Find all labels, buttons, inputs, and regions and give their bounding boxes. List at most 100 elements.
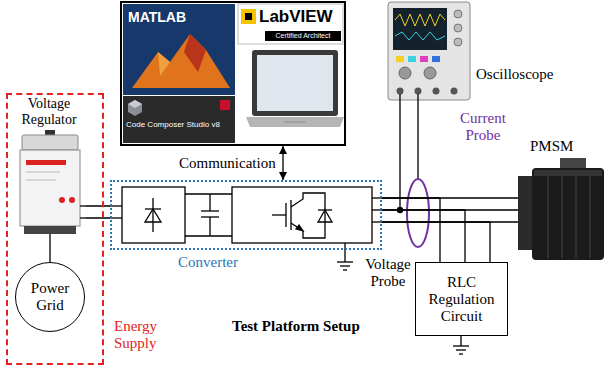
- pmsm-motor-picture: [547, 176, 549, 258]
- labview-logo: [265, 31, 341, 41]
- oscilloscope: Oscilloscope: [388, 2, 470, 100]
- voltage-regulator-picture: [49, 234, 50, 242]
- ground-symbol: [456, 349, 466, 350]
- probe-label: Voltage Probe: [362, 256, 414, 290]
- code-composer-splash: [220, 100, 230, 110]
- labview-logo: [245, 13, 252, 20]
- oscilloscope-picture: [396, 56, 404, 62]
- voltage-regulator-picture: [20, 150, 80, 226]
- oscilloscope-picture: [424, 67, 436, 79]
- converter-circuit: [152, 198, 153, 232]
- energy-supply-region: Energy SupplyVoltage RegulatorPower Grid: [6, 93, 104, 365]
- logo-text: Code Composer Studio v8: [126, 120, 232, 130]
- oscilloscope-picture: [454, 24, 462, 32]
- laptop-picture: [257, 55, 333, 111]
- oscilloscope-picture: [433, 88, 440, 95]
- wire-connector: [382, 198, 490, 262]
- converter-circuit: [343, 269, 347, 270]
- oscilloscope-picture: [399, 67, 411, 79]
- edge-label: Communication: [178, 155, 277, 172]
- voltage-regulator: Voltage Regulator: [12, 95, 86, 242]
- matlab-splash: [123, 4, 235, 95]
- converter-circuit: [285, 203, 286, 227]
- ground-symbol: [453, 345, 469, 346]
- matlab-splash: [184, 34, 206, 72]
- converter-circuit: [209, 194, 210, 211]
- code-composer-splash: [123, 96, 235, 143]
- converter-region: Converter: [110, 180, 382, 250]
- voltage-regulator-picture: [20, 130, 86, 242]
- converter-circuit: [290, 200, 291, 230]
- probe-wires: [399, 94, 400, 210]
- probe-wires: [397, 94, 429, 247]
- probe-wires: [407, 179, 429, 247]
- oscilloscope-picture: [395, 14, 445, 26]
- ground-symbol: [459, 353, 463, 354]
- oscilloscope-picture: [397, 88, 404, 95]
- converter-circuit: [110, 205, 122, 206]
- wire-connector: [86, 206, 110, 218]
- converter-circuit: [110, 187, 382, 270]
- labview-logo: [238, 4, 343, 44]
- converter-circuit: [145, 209, 161, 222]
- node-label: Power Grid: [20, 280, 80, 314]
- converter-circuit: [122, 187, 185, 243]
- voltage-regulator-picture: [69, 197, 75, 203]
- converter-circuit: [296, 225, 303, 231]
- logo-subtext: Certified Architect: [265, 31, 341, 40]
- logo-text: LabVIEW: [259, 7, 333, 27]
- software-panel: MATLAB LabVIEW Certified ArchitectCode Com…: [120, 1, 346, 146]
- setup-caption: Test Platform Setup: [232, 318, 360, 335]
- region-label: Energy Supply: [114, 318, 176, 352]
- oscilloscope-picture: [454, 10, 462, 18]
- labview-logo: [238, 4, 343, 44]
- converter-circuit: [291, 193, 325, 238]
- voltage-regulator-picture: [80, 217, 86, 218]
- matlab-splash: [123, 4, 235, 95]
- rlc-circuit-box: RLC Regulation Circuit: [415, 262, 508, 336]
- oscilloscope-picture: [388, 2, 470, 100]
- matlab-splash: [132, 34, 230, 88]
- probe-label: Current Probe: [456, 110, 510, 144]
- converter-circuit: [337, 261, 353, 262]
- voltage-regulator-picture: [59, 197, 65, 203]
- oscilloscope-picture: [415, 88, 422, 95]
- wire-connector: [282, 146, 283, 180]
- logo-text: MATLAB: [128, 9, 186, 25]
- pmsm-motor-picture: [589, 176, 591, 258]
- device-label: PMSM: [530, 138, 573, 155]
- converter-circuit: [232, 187, 372, 243]
- oscilloscope-picture: [451, 88, 458, 95]
- oscilloscope-picture: [393, 8, 447, 50]
- pmsm-motor-picture: [518, 176, 532, 250]
- converter-circuit: [372, 221, 382, 222]
- code-composer-splash: [128, 100, 142, 116]
- oscilloscope-picture: [454, 38, 462, 46]
- voltage-regulator-picture: [24, 226, 76, 234]
- converter-circuit: [372, 197, 382, 198]
- node-label: RLC Regulation Circuit: [419, 274, 504, 325]
- voltage-regulator-picture: [26, 172, 60, 173]
- pmsm-motor: PMSM: [518, 138, 612, 268]
- laptop-picture: [284, 122, 306, 123]
- converter-circuit: [145, 208, 161, 209]
- converter-circuit: [185, 235, 232, 236]
- pmsm-motor-picture: [532, 168, 604, 260]
- oscilloscope-picture: [395, 32, 445, 40]
- pmsm-motor-picture: [534, 170, 602, 176]
- code-composer-splash: [128, 100, 142, 108]
- code-composer-splash: [123, 96, 235, 143]
- wire-connector: [49, 242, 50, 262]
- converter-circuit: [340, 265, 350, 266]
- oscilloscope-picture: [408, 56, 416, 62]
- converter-circuit: [318, 210, 332, 222]
- device-label: Voltage Regulator: [12, 96, 86, 128]
- converter-circuit: [272, 214, 286, 215]
- power-grid-circle: Power Grid: [15, 262, 85, 332]
- laptop-picture: [246, 50, 344, 127]
- oscilloscope-picture: [420, 56, 428, 62]
- converter-circuit: [201, 210, 219, 211]
- converter-circuit: [372, 209, 382, 210]
